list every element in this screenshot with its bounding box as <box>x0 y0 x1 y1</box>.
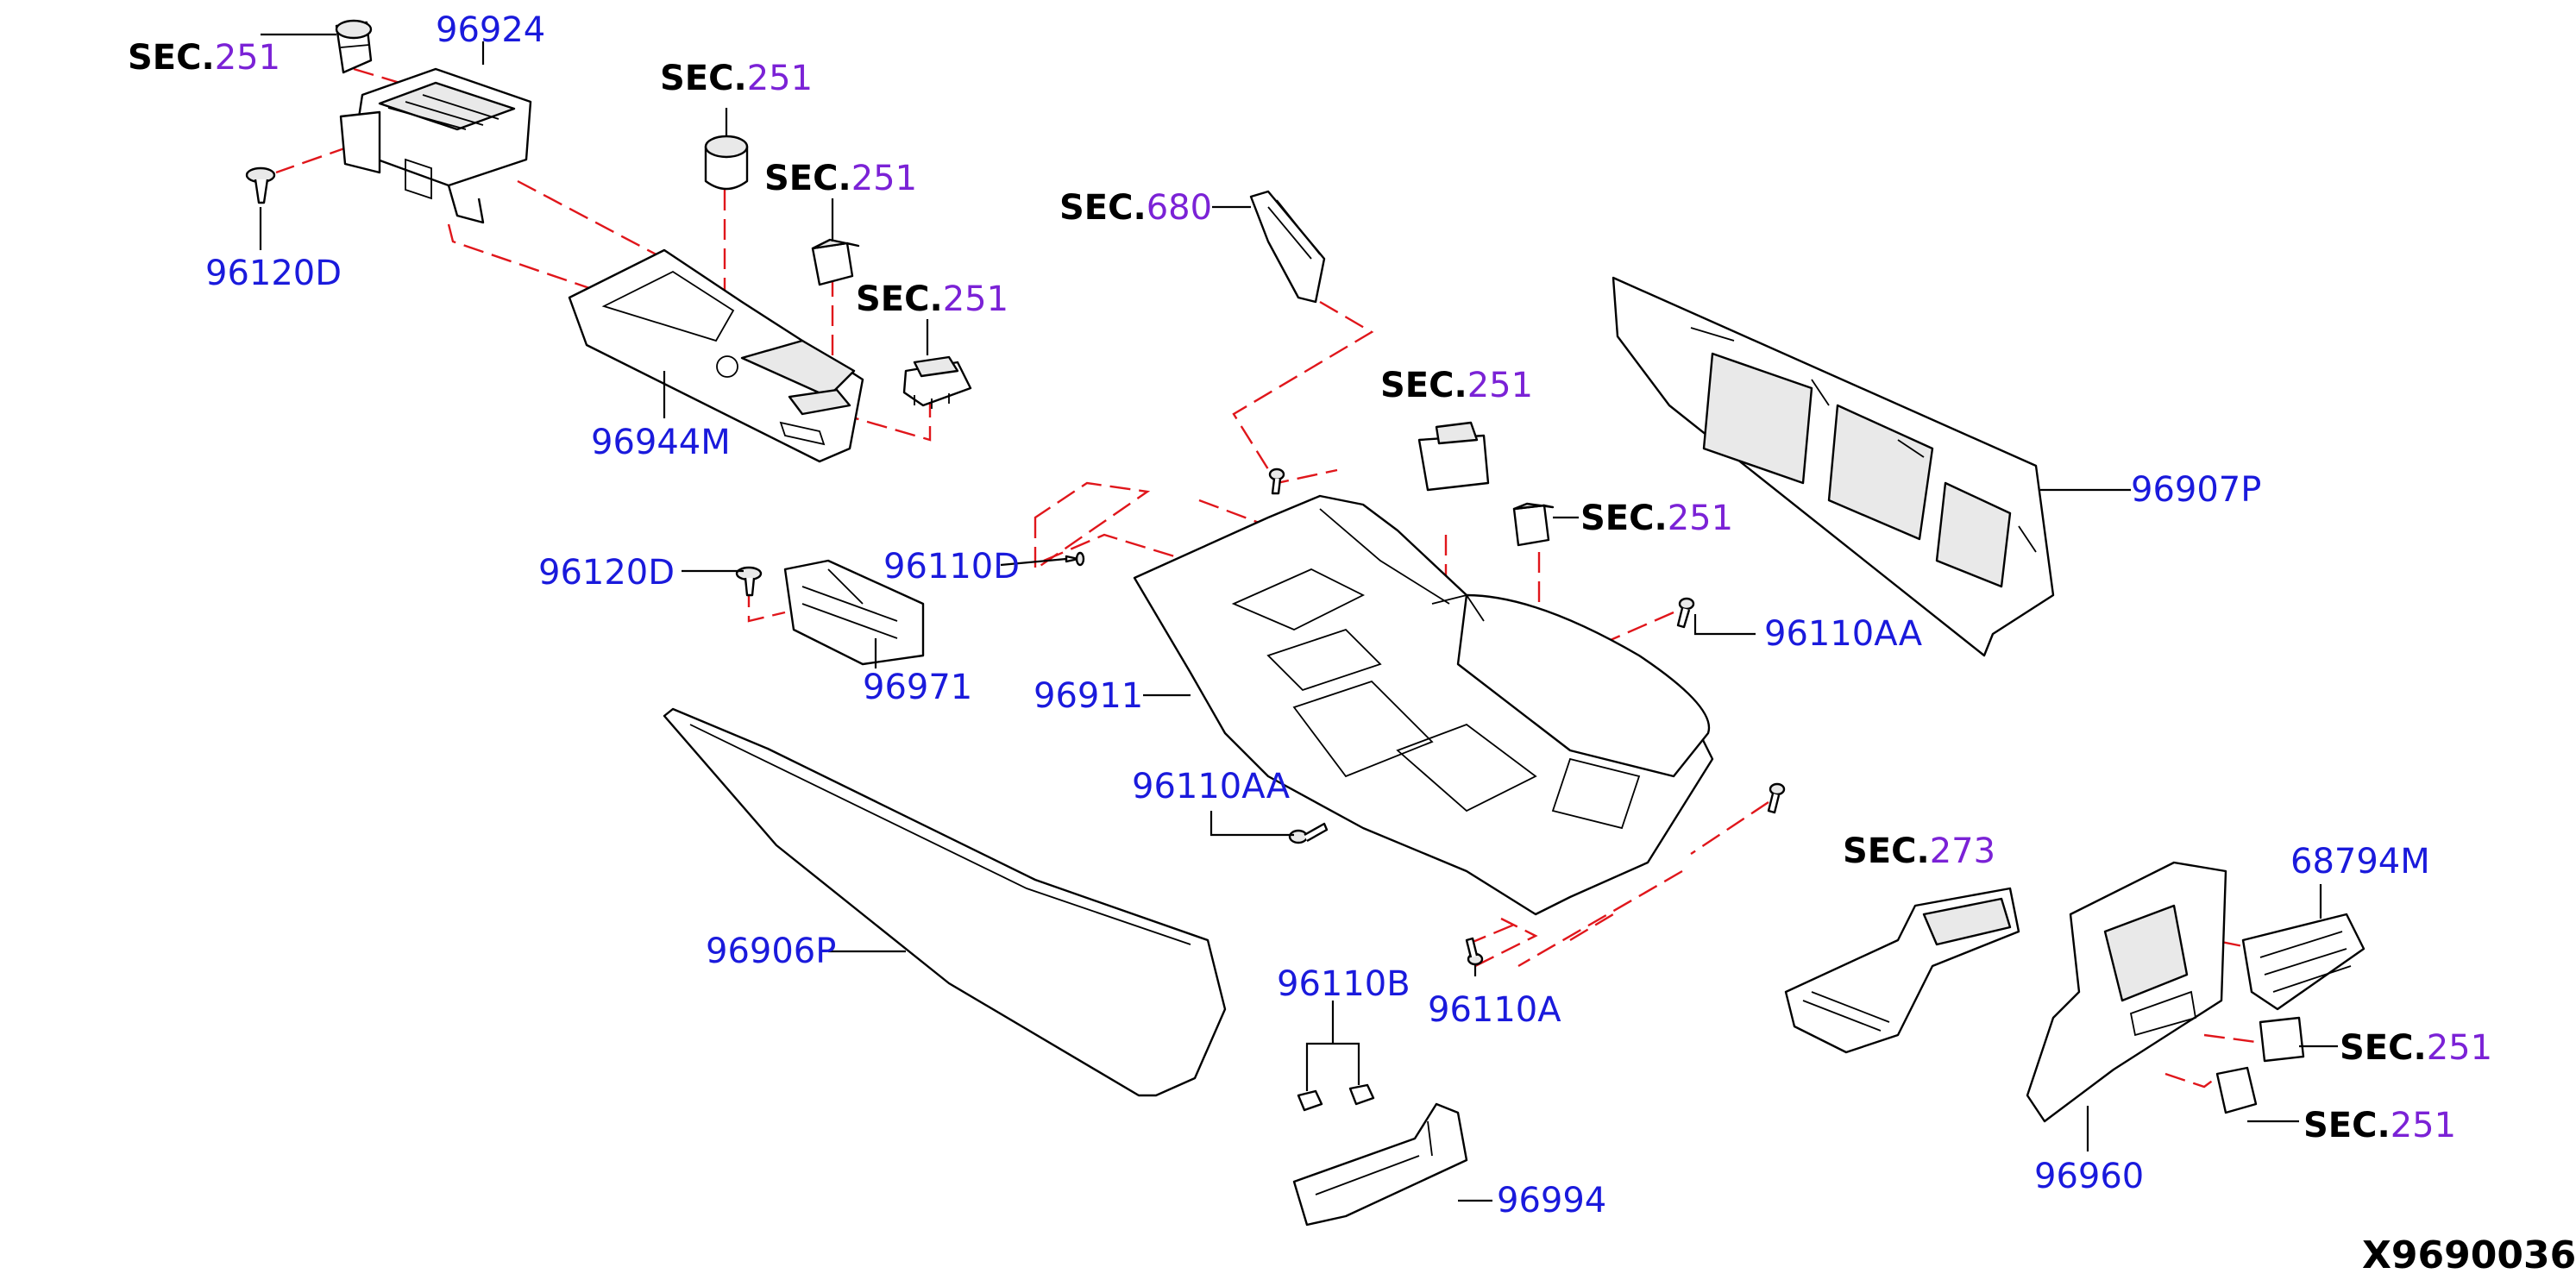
clip-96120D-top-part <box>245 166 276 204</box>
callout-labels: 96924 96120D 96944M 96120D 96110D 96971 … <box>205 10 2430 1220</box>
bracket-680-part <box>1249 190 1326 304</box>
bolt-console-top-part <box>1268 467 1285 495</box>
finisher-96944M-part <box>568 248 864 463</box>
callout-96110D: 96110D <box>883 547 1020 587</box>
callout-96960: 96960 <box>2034 1157 2144 1196</box>
section-ref-1: SEC.251 <box>128 38 280 78</box>
sec-number: 251 <box>215 38 280 78</box>
section-ref-7: SEC.251 <box>1580 499 1733 538</box>
sec-number: 251 <box>747 59 813 98</box>
vent-68794M-part <box>2241 913 2366 1011</box>
sec-number: 251 <box>2427 1028 2492 1068</box>
sec-number: 273 <box>1930 831 1995 871</box>
bolt-96110D-part <box>1065 551 1085 567</box>
callout-96924: 96924 <box>436 10 545 50</box>
sec-prefix: SEC. <box>2303 1106 2391 1145</box>
sec-prefix: SEC. <box>128 38 215 78</box>
round-knob-part <box>704 135 749 191</box>
section-ref-6: SEC.251 <box>1380 366 1533 405</box>
sec-prefix: SEC. <box>1380 366 1467 405</box>
sec-prefix: SEC. <box>1843 831 1930 871</box>
bracket-96994-part <box>1292 1102 1468 1227</box>
sec-number: 251 <box>2391 1106 2456 1145</box>
bracket-96971-part <box>783 559 925 666</box>
callout-96120D-mid: 96120D <box>538 553 675 593</box>
sec-number: 251 <box>851 159 917 198</box>
switch-d-part <box>2215 1066 2258 1114</box>
leader-lines <box>259 33 2338 1202</box>
section-ref-3: SEC.251 <box>764 159 917 198</box>
sec-prefix: SEC. <box>856 279 943 319</box>
callout-96906P: 96906P <box>706 932 836 971</box>
callout-96971: 96971 <box>863 668 972 707</box>
nuts-96110B-part <box>1297 1083 1375 1112</box>
sec-number: 251 <box>943 279 1008 319</box>
bracket-96924-part <box>339 67 532 224</box>
callout-68794M: 68794M <box>2290 842 2430 882</box>
callout-96110AA-left: 96110AA <box>1132 767 1291 806</box>
sec-prefix: SEC. <box>2340 1028 2427 1068</box>
finisher-96906P-part <box>663 707 1227 1097</box>
section-ref-5: SEC.680 <box>1059 188 1212 228</box>
switch-c-part <box>2259 1016 2305 1063</box>
section-ref-8: SEC.273 <box>1843 831 1995 871</box>
center-switch-part <box>1417 421 1490 492</box>
sec-prefix: SEC. <box>1059 188 1147 228</box>
diagram-code: X9690036 <box>2362 1233 2576 1277</box>
callout-96944M: 96944M <box>591 423 731 462</box>
switch-b-part <box>902 355 972 409</box>
section-refs: SEC.251 SEC.251 SEC.251 SEC.251 SEC.680 … <box>128 38 2492 1145</box>
switch-a-part <box>811 238 860 286</box>
sec-number: 251 <box>1467 366 1533 405</box>
callout-96911: 96911 <box>1034 676 1143 716</box>
bolt-console-right-part <box>1767 782 1786 814</box>
bolt-96110AA-left-part <box>1288 822 1329 844</box>
callout-96994: 96994 <box>1497 1181 1606 1220</box>
sec-prefix: SEC. <box>764 159 851 198</box>
switch-knob-part <box>335 19 373 74</box>
duct-273-part <box>1784 887 2020 1054</box>
bolt-96110AA-right-part <box>1676 597 1695 629</box>
panel-96907P-part <box>1612 276 2055 657</box>
panel-96960-part <box>2026 861 2227 1123</box>
sec-number: 251 <box>1668 499 1733 538</box>
section-ref-2: SEC.251 <box>660 59 813 98</box>
callout-96110A: 96110A <box>1428 990 1561 1030</box>
section-ref-4: SEC.251 <box>856 279 1008 319</box>
bolt-96110A-part <box>1465 937 1484 966</box>
callout-96110AA-right: 96110AA <box>1764 614 1923 654</box>
section-ref-10: SEC.251 <box>2303 1106 2456 1145</box>
small-switch-part <box>1512 502 1555 547</box>
sec-number: 680 <box>1147 188 1212 228</box>
console-96911-part <box>1133 494 1714 916</box>
sec-prefix: SEC. <box>1580 499 1668 538</box>
sec-prefix: SEC. <box>660 59 747 98</box>
callout-96907P: 96907P <box>2131 470 2261 510</box>
callout-96120D-top: 96120D <box>205 254 342 293</box>
callout-96110B: 96110B <box>1277 964 1411 1004</box>
section-ref-9: SEC.251 <box>2340 1028 2492 1068</box>
